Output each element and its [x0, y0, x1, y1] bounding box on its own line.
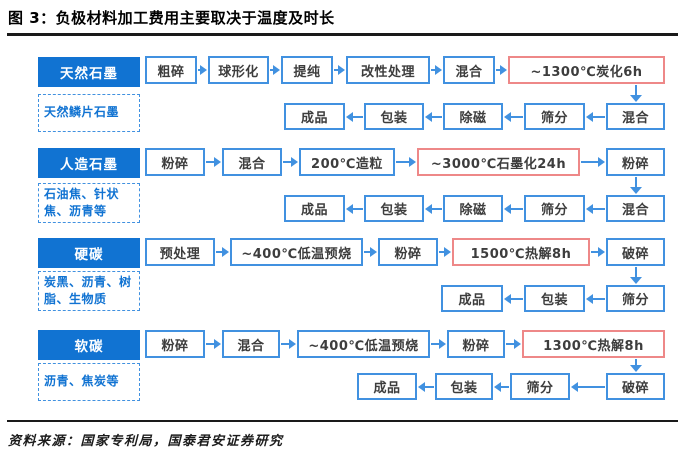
flow-arrow-left-icon — [504, 111, 523, 122]
category-label: 软碳 — [38, 330, 140, 360]
flow-arrow-right-icon — [216, 247, 229, 257]
flow-step: 混合 — [222, 330, 280, 358]
flow-arrow-down-icon — [630, 177, 642, 194]
flow-step: 除磁 — [443, 195, 503, 222]
flow-step: ~400℃低温预烧 — [230, 238, 363, 266]
flow-step: 混合 — [443, 56, 495, 84]
category-label: 硬碳 — [38, 238, 140, 268]
flow-arrow-left-icon — [346, 203, 363, 214]
flow-arrow-right-icon — [206, 339, 221, 349]
category-materials: 天然鳞片石墨 — [38, 94, 140, 132]
flow-step: 包装 — [435, 373, 493, 400]
flow-arrow-right-icon — [431, 65, 442, 75]
category-label: 天然石墨 — [38, 57, 140, 87]
flow-step: 混合 — [606, 195, 665, 222]
flow-arrow-left-icon — [571, 381, 605, 392]
flow-step: 除磁 — [443, 103, 503, 130]
flow-arrow-right-icon — [334, 65, 345, 75]
flow-step: 混合 — [606, 103, 665, 130]
flow-step-highlight: ~3000℃石墨化24h — [417, 148, 580, 176]
flow-step: 成品 — [441, 285, 503, 312]
flow-step: 粉碎 — [145, 330, 205, 358]
figure-title: 图 3：负极材料加工费用主要取决于温度及时长 — [8, 9, 335, 27]
flow-step: 成品 — [284, 195, 345, 222]
category-materials: 沥青、焦炭等 — [38, 363, 140, 401]
flow-step: 成品 — [357, 373, 417, 400]
flow-arrow-right-icon — [364, 247, 377, 257]
flow-arrow-down-icon — [630, 359, 642, 372]
flow-arrow-right-icon — [581, 157, 605, 167]
flow-step: 预处理 — [145, 238, 215, 266]
flow-arrow-left-icon — [504, 203, 523, 214]
flow-arrow-right-icon — [281, 339, 296, 349]
flow-step: 筛分 — [524, 195, 585, 222]
flow-arrow-right-icon — [439, 247, 451, 257]
flow-arrow-left-icon — [425, 203, 442, 214]
flow-step: 混合 — [222, 148, 282, 176]
category-materials: 石油焦、针状焦、沥青等 — [38, 183, 140, 223]
flow-arrow-right-icon — [270, 65, 280, 75]
flow-arrow-left-icon — [586, 203, 605, 214]
flow-arrow-left-icon — [586, 111, 605, 122]
category-label: 人造石墨 — [38, 148, 140, 178]
flow-arrow-down-icon — [630, 85, 642, 102]
title-divider — [7, 33, 678, 36]
flow-arrow-left-icon — [425, 111, 442, 122]
footer-divider — [7, 420, 678, 422]
flow-arrow-right-icon — [396, 157, 416, 167]
flow-step: 粉碎 — [378, 238, 438, 266]
flow-arrow-right-icon — [283, 157, 298, 167]
flow-step: 筛分 — [524, 103, 585, 130]
flow-step-highlight: 1500℃热解8h — [452, 238, 590, 266]
flow-step: 包装 — [364, 195, 424, 222]
flow-step: ~400℃低温预烧 — [297, 330, 430, 358]
flow-step: 破碎 — [606, 238, 665, 266]
flow-arrow-left-icon — [586, 293, 605, 304]
flow-step: 改性处理 — [346, 56, 430, 84]
flow-step-highlight: ~1300℃炭化6h — [508, 56, 665, 84]
category-materials: 炭黑、沥青、树脂、生物质 — [38, 271, 140, 311]
flow-arrow-right-icon — [198, 65, 207, 75]
flow-arrow-right-icon — [206, 157, 221, 167]
flow-arrow-left-icon — [504, 293, 523, 304]
flow-arrow-left-icon — [346, 111, 363, 122]
flow-arrow-down-icon — [630, 267, 642, 284]
flow-step: 粉碎 — [447, 330, 505, 358]
flow-arrow-right-icon — [431, 339, 446, 349]
source-note: 资料来源：国家专利局，国泰君安证券研究 — [8, 434, 284, 449]
flow-arrow-left-icon — [494, 381, 509, 392]
flow-step: 包装 — [524, 285, 585, 312]
flow-step: 成品 — [284, 103, 345, 130]
flow-step: 球形化 — [208, 56, 269, 84]
flow-arrow-right-icon — [496, 65, 507, 75]
flow-step: 包装 — [364, 103, 424, 130]
flow-step: 筛分 — [606, 285, 665, 312]
flow-step: 200℃造粒 — [299, 148, 395, 176]
flow-step-highlight: 1300℃热解8h — [522, 330, 665, 358]
flow-arrow-right-icon — [506, 339, 521, 349]
flow-step: 粉碎 — [606, 148, 665, 176]
flow-arrow-right-icon — [591, 247, 605, 257]
flow-arrow-left-icon — [418, 381, 434, 392]
flow-step: 破碎 — [606, 373, 665, 400]
flow-step: 提纯 — [281, 56, 333, 84]
flow-step: 粉碎 — [145, 148, 205, 176]
flow-step: 筛分 — [510, 373, 570, 400]
flow-step: 粗碎 — [145, 56, 197, 84]
